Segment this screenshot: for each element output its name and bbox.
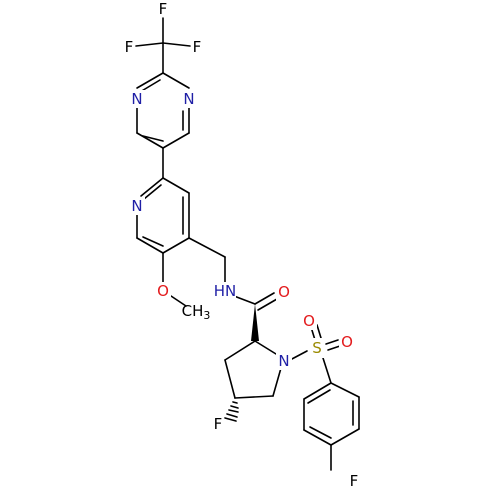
bond-pyrimidine-5 [136, 132, 164, 149]
bond-pyrimidine-2 [162, 72, 190, 89]
atom-n-pyrrolidine: N [278, 352, 289, 370]
atom-f-cf3-1: F [159, 0, 168, 18]
bond-phenyl-1b [307, 389, 331, 404]
bond-nh-co [233, 295, 256, 305]
bond-phenyl-6 [330, 428, 360, 446]
bond-ring-ch2 [188, 237, 226, 258]
bond-pyridine-2 [162, 177, 190, 194]
bond-layer [135, 17, 360, 471]
atom-nh-amide: HN [214, 282, 237, 300]
bond-phenyl-5b [309, 426, 332, 439]
bond-s-o1-b [316, 324, 322, 339]
hashed-wedge-c4-f [224, 401, 239, 422]
atom-f-phenyl: F [350, 472, 359, 490]
bond-pyrrolidine-n-c2 [254, 340, 277, 355]
bond-n-s [289, 350, 308, 361]
bond-s-phenyl [322, 357, 332, 384]
ch3-subscript: 3 [203, 309, 210, 322]
atom-o-carbonyl: O [278, 283, 290, 301]
bond-cf3-f3 [162, 42, 191, 47]
bond-pyridine-1 [140, 177, 164, 197]
ch3-main-text: CH [182, 302, 204, 320]
atom-f-cf3-3: F [193, 38, 202, 56]
bond-s-o2-b [327, 345, 341, 351]
bond-pyrimidine-5b [142, 135, 164, 142]
bond-co-o-1 [254, 292, 275, 305]
atom-f-pyrrolidine: F [214, 415, 223, 433]
atom-n-pyridine: N [131, 197, 142, 215]
bond-phenyl-5 [303, 429, 332, 446]
bond-co-o-2 [257, 298, 278, 311]
bond-pyrimidine-6 [162, 132, 190, 149]
bond-pyridine-1b [143, 184, 162, 200]
bond-phenyl-1 [303, 382, 332, 400]
atom-o-sulfonyl-2: O [341, 333, 353, 351]
atom-o-methoxy: O [157, 282, 169, 300]
wedge-bond-stereo-c2 [251, 304, 259, 341]
bond-cf3-f2 [135, 42, 164, 47]
bond-pyrrolidine-c3-c4 [224, 359, 236, 399]
bond-pyrimidine-1 [136, 72, 164, 89]
bond-pyrrolidine-c2-c3 [224, 340, 256, 361]
atom-n-pyrimidine-1: N [131, 90, 142, 108]
bond-pyrrolidine-c4-c5 [234, 395, 274, 399]
bond-pyrrolidine-c5-n [272, 367, 282, 397]
bond-o-ch3 [170, 295, 187, 307]
atom-label-layer: F F F N N N O CH3 HN O N S O O F F [125, 0, 359, 490]
bond-pyridine-6 [162, 237, 190, 254]
bond-s-o2-a [325, 339, 339, 345]
atom-n-pyrimidine-2: N [183, 90, 194, 108]
atom-s-sulfonyl: S [312, 339, 322, 357]
atom-o-sulfonyl-1: O [303, 312, 315, 330]
bond-pyridine-5 [136, 237, 164, 254]
atom-f-cf3-2: F [125, 38, 134, 56]
bond-pyridine-5b [142, 236, 164, 247]
bond-phenyl-2 [330, 382, 360, 398]
atom-ch3-methoxy: CH3 [182, 302, 211, 322]
